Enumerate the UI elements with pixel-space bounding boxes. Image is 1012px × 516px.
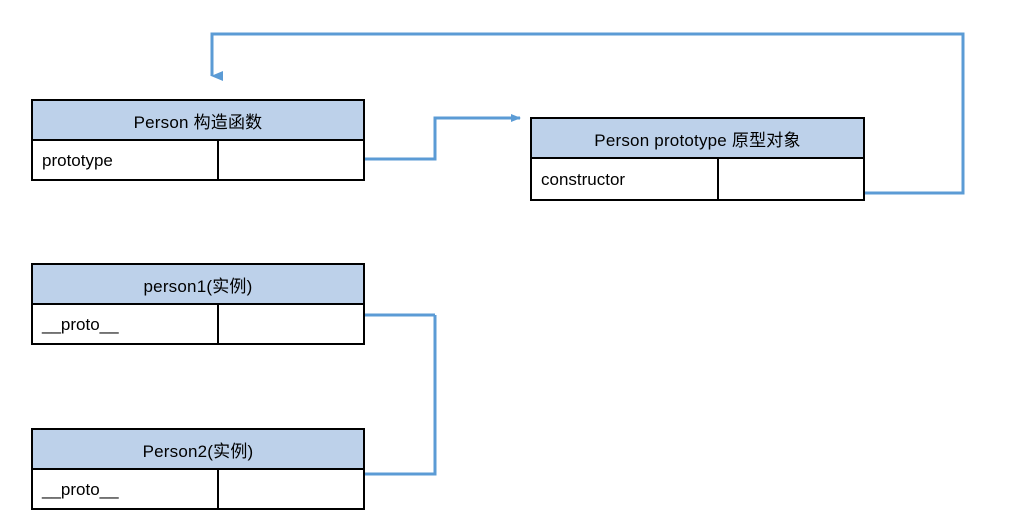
cell-property-proto-person1: __proto__	[33, 305, 219, 345]
table-row: __proto__	[33, 470, 363, 510]
table-row: __proto__	[33, 305, 363, 345]
box-person1-instance: person1(实例) __proto__	[31, 263, 365, 345]
box-header-person-prototype: Person prototype 原型对象	[532, 119, 863, 159]
table-row: constructor	[532, 159, 863, 201]
box-header-person2-instance: Person2(实例)	[33, 430, 363, 470]
table-row: prototype	[33, 141, 363, 181]
connector-prototype-to-prototype-object	[340, 114, 521, 161]
box-person2-instance: Person2(实例) __proto__	[31, 428, 365, 510]
box-person-prototype: Person prototype 原型对象 constructor	[530, 117, 865, 201]
cell-value-constructor	[719, 159, 863, 201]
cell-value-proto-person1	[219, 305, 363, 345]
cell-value-prototype	[219, 141, 363, 181]
box-header-person-constructor: Person 构造函数	[33, 101, 363, 141]
cell-property-constructor: constructor	[532, 159, 719, 201]
cell-property-prototype: prototype	[33, 141, 219, 181]
box-header-person1-instance: person1(实例)	[33, 265, 363, 305]
cell-property-proto-person2: __proto__	[33, 470, 219, 510]
box-person-constructor: Person 构造函数 prototype	[31, 99, 365, 181]
cell-value-proto-person2	[219, 470, 363, 510]
